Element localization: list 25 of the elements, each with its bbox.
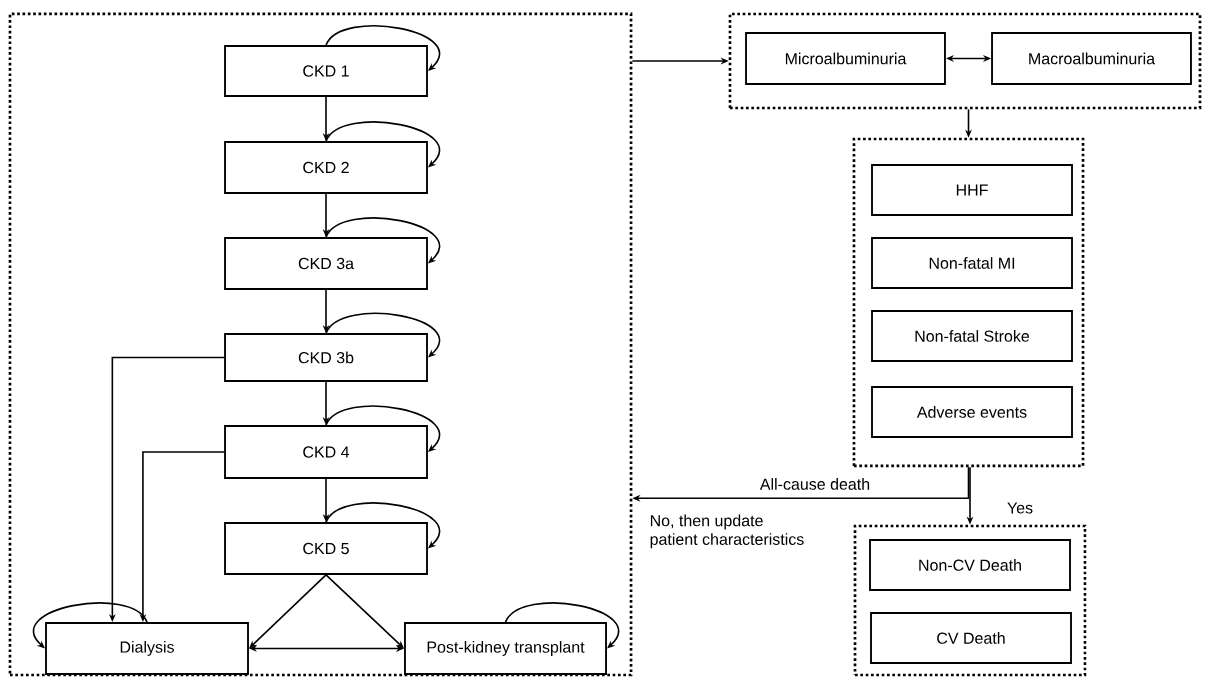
state-box: Dialysis: [45, 622, 249, 675]
state-box: Microalbuminuria: [745, 32, 946, 85]
state-box: HHF: [871, 164, 1073, 216]
state-box: CKD 1: [224, 45, 428, 97]
state-box: CV Death: [870, 612, 1072, 664]
state-box: Macroalbuminuria: [991, 32, 1192, 85]
state-box: CKD 4: [224, 425, 428, 479]
state-box: Non-fatal Stroke: [871, 310, 1073, 362]
state-box: CKD 3b: [224, 333, 428, 382]
state-box: Adverse events: [871, 386, 1073, 438]
group-frame: [852, 137, 1085, 468]
state-box: CKD 5: [224, 522, 428, 575]
group-frame: [853, 524, 1087, 677]
state-box: CKD 3a: [224, 237, 428, 290]
state-box: Non-CV Death: [869, 539, 1071, 591]
group-frame: [8, 12, 633, 677]
loop-arrow: [325, 405, 440, 452]
state-box: CKD 2: [224, 141, 428, 194]
group-frame: [728, 12, 1202, 110]
edge-label: No, then update patient characteristics: [650, 514, 804, 549]
edge-label: Yes: [1007, 502, 1033, 514]
annotation-text: All-cause death: [759, 478, 870, 490]
state-box: Post-kidney transplant: [404, 622, 607, 675]
state-box: Non-fatal MI: [871, 237, 1073, 289]
loop-arrow: [325, 25, 440, 71]
